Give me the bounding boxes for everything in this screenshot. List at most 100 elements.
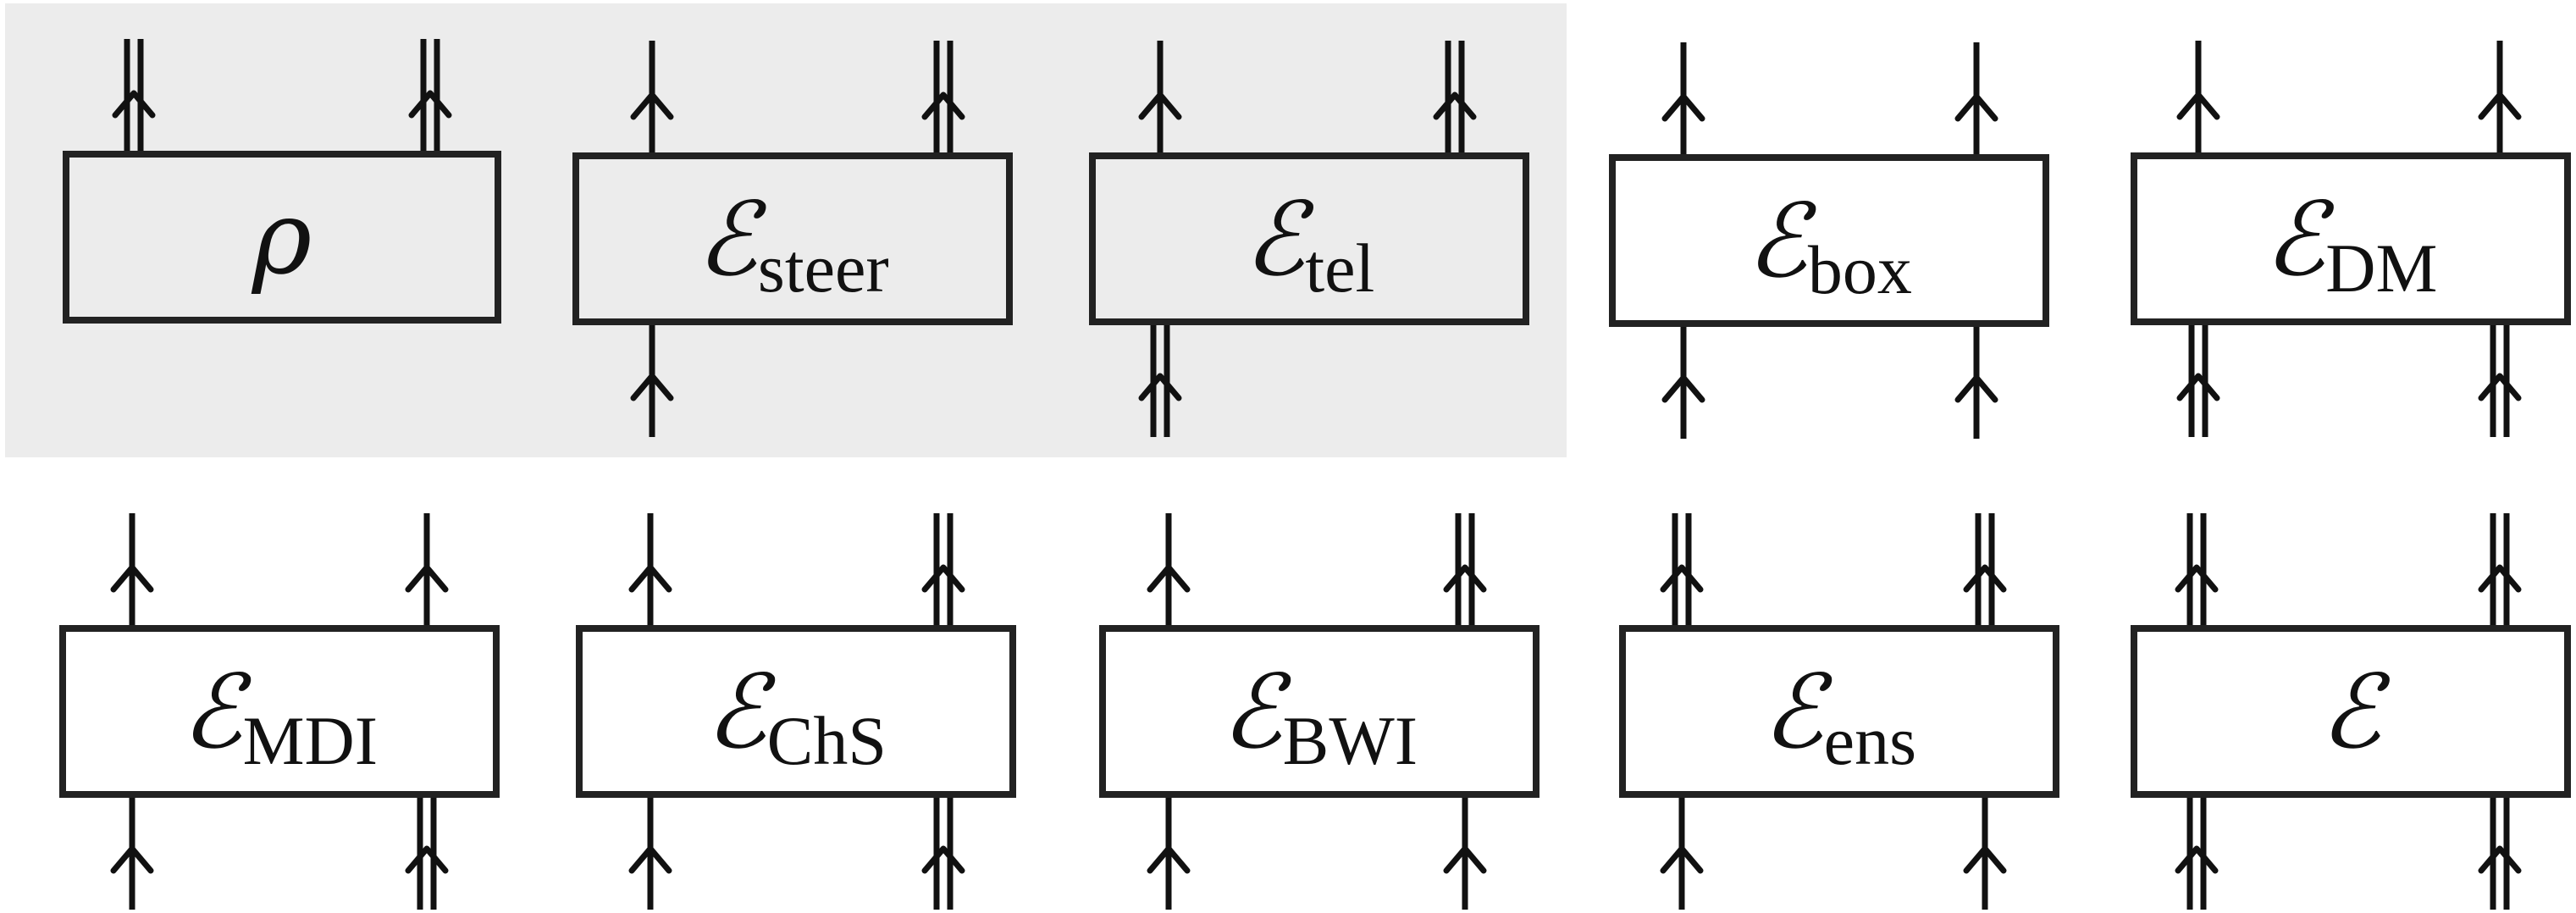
wire-top-right-steer (921, 41, 965, 156)
box-frame-MDI (59, 625, 500, 798)
wire-top-left-DM-arrowhead (2176, 91, 2220, 120)
wire-bottom-left-ChS (628, 794, 672, 910)
wire-top-right-BWI (1443, 513, 1487, 628)
box-label-ens: ℰens (1762, 654, 1916, 779)
wire-top-right-ChS (921, 513, 965, 628)
box-frame-steer (572, 152, 1013, 325)
box-symbol-gen: ℰ (2320, 654, 2391, 772)
wire-top-left-ChS (628, 513, 672, 628)
box-subscript-BWI: BWI (1283, 702, 1418, 779)
wire-top-left-gen (2175, 513, 2219, 628)
box-symbol-rho: ρ (251, 180, 312, 297)
wire-top-left-steer (630, 41, 674, 156)
wire-bottom-left-gen-arrowhead (2175, 845, 2219, 874)
box-symbol-MDI: ℰ (181, 654, 252, 772)
box-symbol-steer: ℰ (696, 181, 767, 299)
box-symbol-ChS: ℰ (705, 654, 777, 772)
box-label-ChS: ℰChS (705, 654, 887, 779)
box-label-tel: ℰtel (1244, 181, 1375, 307)
wire-bottom-right-ens-arrowhead (1963, 845, 2007, 874)
box-subscript-tel: tel (1305, 230, 1374, 307)
box-label-steer: ℰsteer (696, 181, 888, 307)
wire-bottom-left-box (1661, 324, 1705, 439)
box-frame-ens (1619, 625, 2059, 798)
channel-box-ChS: ℰChS (576, 513, 1016, 910)
channel-box-DM: ℰDM (2131, 41, 2571, 437)
wire-bottom-left-box-arrowhead (1661, 374, 1705, 403)
box-label-rho: ρ (251, 180, 312, 297)
wire-bottom-right-MDI-arrowhead (405, 845, 449, 874)
wire-top-right-BWI-arrowhead (1443, 564, 1487, 593)
wire-bottom-left-BWI (1147, 794, 1191, 910)
wire-top-left-MDI (110, 513, 154, 628)
box-label-BWI: ℰBWI (1221, 654, 1418, 779)
wire-bottom-right-gen-arrowhead (2478, 845, 2522, 874)
wire-bottom-left-steer-arrowhead (630, 373, 674, 401)
wire-top-right-box (1954, 42, 1998, 158)
wire-bottom-right-ens (1963, 794, 2007, 910)
box-frame-ChS (576, 625, 1016, 798)
wire-bottom-right-BWI (1443, 794, 1487, 910)
channel-box-box: ℰbox (1609, 42, 2049, 439)
wire-bottom-right-BWI-arrowhead (1443, 845, 1487, 874)
box-frame-BWI (1099, 625, 1540, 798)
wire-top-right-rho-arrowhead (408, 90, 452, 119)
wire-top-right-ens (1963, 513, 2007, 628)
wire-top-right-ChS-arrowhead (921, 564, 965, 593)
box-frame-rho (63, 151, 501, 324)
wire-bottom-right-box (1954, 324, 1998, 439)
wire-top-right-gen (2478, 513, 2522, 628)
wire-top-left-tel (1138, 41, 1182, 156)
box-subscript-box: box (1808, 231, 1912, 308)
wire-top-right-DM (2478, 41, 2522, 156)
wire-top-left-steer-arrowhead (630, 91, 674, 120)
box-label-MDI: ℰMDI (181, 654, 378, 779)
wire-top-left-box (1661, 42, 1705, 158)
wire-top-left-MDI-arrowhead (110, 564, 154, 593)
channel-box-steer: ℰsteer (572, 41, 1013, 437)
wire-top-right-tel (1433, 41, 1477, 156)
wire-top-left-rho-arrowhead (112, 90, 156, 119)
wire-bottom-right-ChS (921, 794, 965, 910)
wire-top-right-tel-arrowhead (1433, 91, 1477, 120)
box-label-box: ℰbox (1746, 183, 1912, 308)
wire-top-right-rho (408, 39, 452, 154)
box-symbol-ens: ℰ (1762, 654, 1833, 772)
wire-top-right-MDI-arrowhead (405, 564, 449, 593)
box-frame-gen (2131, 625, 2571, 798)
wire-top-left-tel-arrowhead (1138, 91, 1182, 120)
wire-bottom-right-DM-arrowhead (2478, 373, 2522, 401)
wire-top-left-ens-arrowhead (1660, 564, 1704, 593)
wire-bottom-left-tel (1138, 322, 1182, 437)
box-frame-box (1609, 154, 2049, 327)
wire-bottom-left-gen (2175, 794, 2219, 910)
wire-bottom-left-DM (2176, 322, 2220, 437)
wire-top-left-ens (1660, 513, 1704, 628)
box-symbol-tel: ℰ (1244, 181, 1315, 299)
wire-bottom-right-MDI (405, 794, 449, 910)
wire-bottom-right-box-arrowhead (1954, 374, 1998, 403)
wire-top-right-DM-arrowhead (2478, 91, 2522, 120)
wire-bottom-right-gen (2478, 794, 2522, 910)
box-subscript-DM: DM (2325, 230, 2437, 307)
box-symbol-DM: ℰ (2264, 181, 2336, 299)
wire-top-left-gen-arrowhead (2175, 564, 2219, 593)
box-subscript-ens: ens (1824, 702, 1916, 779)
wire-top-left-DM (2176, 41, 2220, 156)
channel-box-BWI: ℰBWI (1099, 513, 1540, 910)
box-symbol-box: ℰ (1746, 183, 1817, 301)
wire-top-right-box-arrowhead (1954, 93, 1998, 122)
channel-box-MDI: ℰMDI (59, 513, 500, 910)
wire-bottom-left-tel-arrowhead (1138, 373, 1182, 401)
box-subscript-steer: steer (758, 230, 889, 307)
wire-bottom-left-BWI-arrowhead (1147, 845, 1191, 874)
wire-bottom-left-ens (1660, 794, 1704, 910)
channel-box-tel: ℰtel (1089, 41, 1529, 437)
box-subscript-MDI: MDI (243, 702, 378, 779)
box-label-DM: ℰDM (2264, 181, 2438, 307)
wire-bottom-left-MDI (110, 794, 154, 910)
channel-box-gen: ℰ (2131, 513, 2571, 910)
